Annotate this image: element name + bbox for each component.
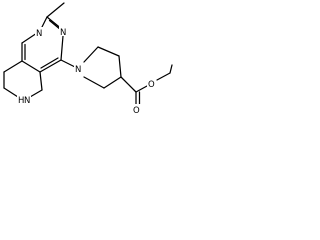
- bond-lines: [3, 2, 173, 108]
- atom-o-carbonyl: O: [133, 106, 140, 116]
- atom-labels: N N N H N O O: [17, 26, 156, 116]
- atom-o-ester: O: [148, 80, 155, 90]
- chemical-structure-diagram: N N N H N O O: [3, 2, 173, 116]
- atom-n-piperidine: N: [75, 65, 81, 75]
- atom-n-pyrimidine-top: N: [60, 28, 66, 38]
- atom-h-tetrahydro: H: [18, 96, 24, 106]
- atom-n-tetrahydro: N: [24, 96, 30, 106]
- atom-n-pyrimidine-bottom: N: [36, 29, 42, 39]
